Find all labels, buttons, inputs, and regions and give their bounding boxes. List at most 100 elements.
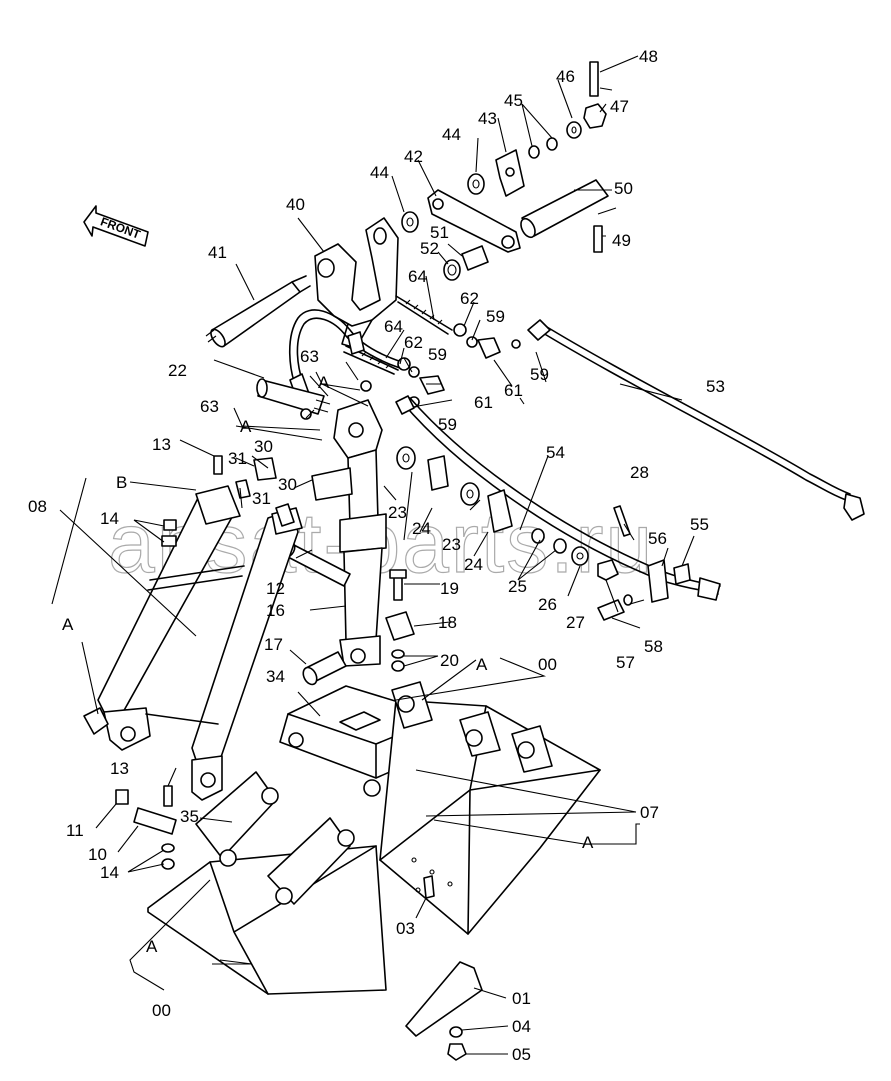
label-A-left: A: [62, 615, 74, 634]
label-44-top: 44: [442, 125, 461, 144]
label-28: 28: [630, 463, 649, 482]
label-31: 31: [252, 489, 271, 508]
label-54: 54: [546, 443, 565, 462]
label-41: 41: [208, 243, 227, 262]
label-43: 43: [478, 109, 497, 128]
pin-17: [302, 651, 347, 686]
fittings: [300, 323, 521, 420]
label-50: 50: [614, 179, 633, 198]
nut-47: [583, 103, 607, 129]
label-A-hose: A: [318, 373, 330, 392]
label-10: 10: [88, 845, 107, 864]
label-31-top: 31: [228, 449, 247, 468]
bolts-13-30-31: [161, 455, 295, 547]
label-63-top: 63: [300, 347, 319, 366]
label-08: 08: [28, 497, 47, 516]
tooth-01: [405, 961, 483, 1061]
label-30: 30: [278, 475, 297, 494]
label-53: 53: [706, 377, 725, 396]
label-45: 45: [504, 91, 523, 110]
label-59-mid: 59: [428, 345, 447, 364]
label-A-right: A: [582, 833, 594, 852]
bucket-right: [379, 681, 601, 935]
label-62-top: 62: [460, 289, 479, 308]
label-23: 23: [442, 535, 461, 554]
label-62: 62: [404, 333, 423, 352]
label-56: 56: [648, 529, 667, 548]
label-59-right: 59: [530, 365, 549, 384]
washers-23-24: [396, 446, 513, 533]
label-24: 24: [464, 555, 483, 574]
label-63: 63: [200, 397, 219, 416]
pin-22: [256, 378, 331, 415]
label-49: 49: [612, 231, 631, 250]
pin-41: [205, 275, 311, 348]
label-14: 14: [100, 863, 119, 882]
label-27: 27: [566, 613, 585, 632]
label-64-top: 64: [408, 267, 427, 286]
pin-50: [520, 179, 609, 239]
label-23-top: 23: [388, 503, 407, 522]
part-labels: 48 46 47 45 43 44 42 44 50 40 49 51 52 4…: [28, 47, 725, 1064]
washer-58: [623, 594, 633, 606]
label-64: 64: [384, 317, 403, 336]
label-55: 55: [690, 515, 709, 534]
label-17: 17: [264, 635, 283, 654]
label-20: 20: [440, 651, 459, 670]
pin-48: [589, 61, 599, 97]
label-58: 58: [644, 637, 663, 656]
washers-44: [401, 173, 485, 233]
label-13-top: 13: [152, 435, 171, 454]
tube-53: [527, 319, 865, 521]
label-A-link: A: [476, 655, 488, 674]
label-00-top: 00: [538, 655, 557, 674]
label-46: 46: [556, 67, 575, 86]
washers-25-26: [531, 528, 589, 566]
pin-49: [593, 225, 603, 253]
front-arrow-icon: FRONT: [83, 205, 149, 247]
label-61-right: 61: [504, 381, 523, 400]
cylinder-16: [311, 399, 387, 667]
label-00: 00: [152, 1001, 171, 1020]
label-40: 40: [286, 195, 305, 214]
bushing: [83, 707, 109, 735]
label-16: 16: [266, 601, 285, 620]
label-52: 52: [420, 239, 439, 258]
bushing-18: [385, 611, 415, 641]
label-59-low: 59: [438, 415, 457, 434]
link-42: [427, 189, 521, 253]
label-01: 01: [512, 989, 531, 1008]
label-47: 47: [610, 97, 629, 116]
label-48: 48: [639, 47, 658, 66]
label-42: 42: [404, 147, 423, 166]
label-05: 05: [512, 1045, 531, 1064]
bracket-40: [314, 217, 399, 349]
tube-54: [395, 395, 721, 601]
bolt-57: [597, 599, 625, 621]
label-11: 11: [66, 821, 84, 840]
label-B: B: [116, 473, 127, 492]
label-A-63: A: [240, 417, 252, 436]
label-44: 44: [370, 163, 389, 182]
label-35: 35: [180, 807, 199, 826]
label-13: 13: [110, 759, 129, 778]
label-12: 12: [266, 579, 285, 598]
label-04: 04: [512, 1017, 531, 1036]
clamp-56-55: [647, 559, 691, 603]
washers-45: [528, 137, 558, 159]
label-30-top: 30: [254, 437, 273, 456]
label-A-bucket: A: [146, 937, 158, 956]
label-26: 26: [538, 595, 557, 614]
label-24-top: 24: [412, 519, 431, 538]
label-14-top: 14: [100, 509, 119, 528]
plate-43: [495, 149, 525, 197]
label-18: 18: [438, 613, 457, 632]
bucket-left: [115, 771, 387, 995]
washer-46: [566, 121, 582, 139]
label-22: 22: [168, 361, 187, 380]
label-25: 25: [508, 577, 527, 596]
label-61: 61: [474, 393, 493, 412]
label-34: 34: [266, 667, 285, 686]
nut-27: [597, 559, 619, 581]
